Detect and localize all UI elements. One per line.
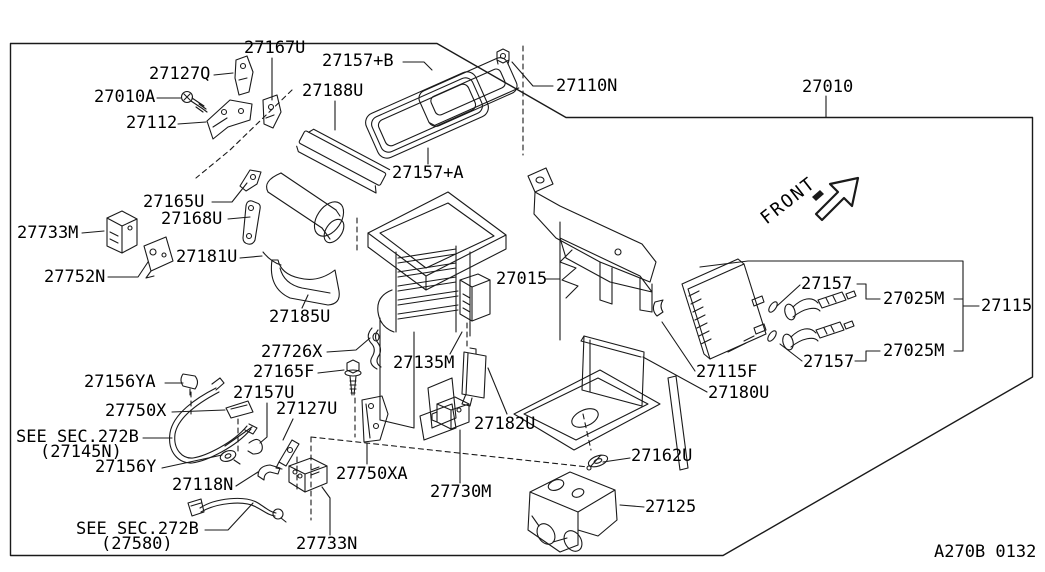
part-label-27015: 27015 — [496, 269, 548, 289]
part-drawing-actuator-27733m — [106, 210, 138, 254]
part-drawing-duct-27125 — [527, 471, 618, 553]
part-drawing-clip-27162u — [586, 454, 609, 471]
part-drawing-blade-27188u — [296, 128, 391, 194]
cross-ref-1-line2: (27145N) — [40, 442, 122, 462]
part-drawing-core-27115 — [681, 258, 767, 360]
part-label-27752n: 27752N — [44, 267, 106, 287]
part-drawing-cable-27750x — [169, 377, 258, 464]
part-drawing-flag-27750x — [225, 400, 254, 419]
part-drawing-grommet-27156ya — [180, 373, 199, 396]
part-drawing-bracket-27730m — [431, 396, 470, 430]
part-drawing-gasket-27157b — [418, 57, 520, 127]
part-label-27162u: 27162U — [631, 446, 693, 466]
part-drawing-grommet-27156y — [219, 450, 241, 465]
part-label-27157-a: 27157+A — [392, 163, 464, 183]
part-drawing-clip-27157u — [247, 438, 263, 455]
part-label-27025m-bottom: 27025M — [883, 341, 945, 361]
part-label-27125: 27125 — [645, 497, 697, 517]
part-label-27127q: 27127Q — [149, 64, 211, 84]
part-drawing-gasket-27157a — [365, 71, 489, 159]
part-label-27188u: 27188U — [302, 81, 364, 101]
part-drawing-bracket-27750xa — [361, 395, 389, 443]
part-drawing-cotter-27157-top — [768, 301, 778, 313]
part-drawing-bracket-27752n — [143, 236, 174, 279]
part-label-27112: 27112 — [126, 113, 178, 133]
part-drawing-bracket-27127q — [234, 55, 254, 96]
cross-ref-1-line1: SEE SEC.272B — [16, 427, 139, 447]
part-drawing-nut-27110n — [496, 48, 510, 65]
part-label-27167u: 27167U — [244, 38, 306, 58]
part-drawing-strap-27127u — [275, 439, 300, 470]
part-label-27750xa: 27750XA — [336, 464, 408, 484]
part-drawing-pipe-27025m-bottom — [782, 320, 855, 351]
part-label-27010a: 27010A — [94, 87, 156, 107]
part-drawing-lower-case-27180u — [513, 335, 689, 471]
part-label-27726x: 27726X — [261, 342, 323, 362]
part-drawing-case-27015-rear — [527, 167, 657, 313]
part-drawing-bolt-27165f — [344, 359, 362, 396]
diagram-border — [9, 42, 1034, 557]
part-label-27733m: 27733M — [17, 223, 79, 243]
part-label-27010: 27010 — [802, 77, 854, 97]
part-label-27156y: 27156Y — [95, 457, 157, 477]
part-drawing-cover-27185u — [270, 259, 340, 306]
part-label-27733n: 27733N — [296, 534, 358, 554]
part-label-27118n: 27118N — [172, 475, 234, 495]
front-arrow — [812, 176, 860, 222]
part-label-27115: 27115 — [981, 296, 1033, 316]
part-label-27157-bottom: 27157 — [803, 352, 855, 372]
part-label-27182u: 27182U — [474, 414, 536, 434]
leader-lines — [81, 57, 980, 536]
part-label-27730m: 27730M — [430, 482, 492, 502]
part-label-27181u: 27181U — [176, 247, 238, 267]
part-label-27750x: 27750X — [105, 401, 167, 421]
part-label-27110n: 27110N — [556, 76, 618, 96]
part-drawing-clip-27726x — [367, 327, 382, 370]
part-drawing-bracket-27167u — [262, 94, 282, 129]
part-label-27157-b: 27157+B — [322, 51, 394, 71]
part-drawing-link-27168u — [242, 200, 261, 245]
part-label-27180u: 27180U — [708, 383, 770, 403]
part-label-27165f: 27165F — [253, 362, 315, 382]
part-drawing-hook-27118n — [257, 464, 281, 481]
part-drawing-resistor-27135m — [459, 273, 491, 322]
part-label-27127u: 27127U — [276, 399, 338, 419]
cross-ref-2-line2: (27580) — [101, 534, 173, 554]
part-label-27185u: 27185U — [269, 307, 331, 327]
part-drawing-clip-27115f — [652, 299, 664, 317]
part-label-27165u: 27165U — [143, 192, 205, 212]
drawing-code-label: A270B 0132 — [934, 542, 1037, 562]
part-drawing-panel-27182u — [461, 347, 487, 407]
part-label-27157-top: 27157 — [801, 274, 853, 294]
front-indicator-label: FRONT — [756, 172, 821, 229]
part-label-27157u: 27157U — [233, 383, 295, 403]
part-drawing-elbow-27181u — [262, 251, 282, 266]
part-drawing-case-27015-front — [367, 191, 507, 441]
part-label-27115f: 27115F — [696, 362, 758, 382]
part-drawing-cable-see-sec-27580 — [187, 497, 287, 523]
part-label-27025m-top: 27025M — [883, 289, 945, 309]
part-drawing-cylinder-heater-core — [266, 172, 345, 244]
part-drawing-lever-27165u — [239, 169, 262, 192]
part-drawing-pipe-27025m-top — [784, 290, 857, 321]
part-label-27156ya: 27156YA — [84, 372, 156, 392]
part-drawing-cotter-27157-bottom — [767, 330, 777, 342]
part-label-27168u: 27168U — [161, 209, 223, 229]
part-drawing-screw-27010a — [180, 90, 208, 113]
part-label-27135m: 27135M — [393, 353, 455, 373]
part-drawing-bracket-27112 — [206, 99, 253, 140]
part-drawing-connector-27733n — [288, 457, 328, 493]
cross-ref-2-line1: SEE SEC.272B — [76, 519, 199, 539]
